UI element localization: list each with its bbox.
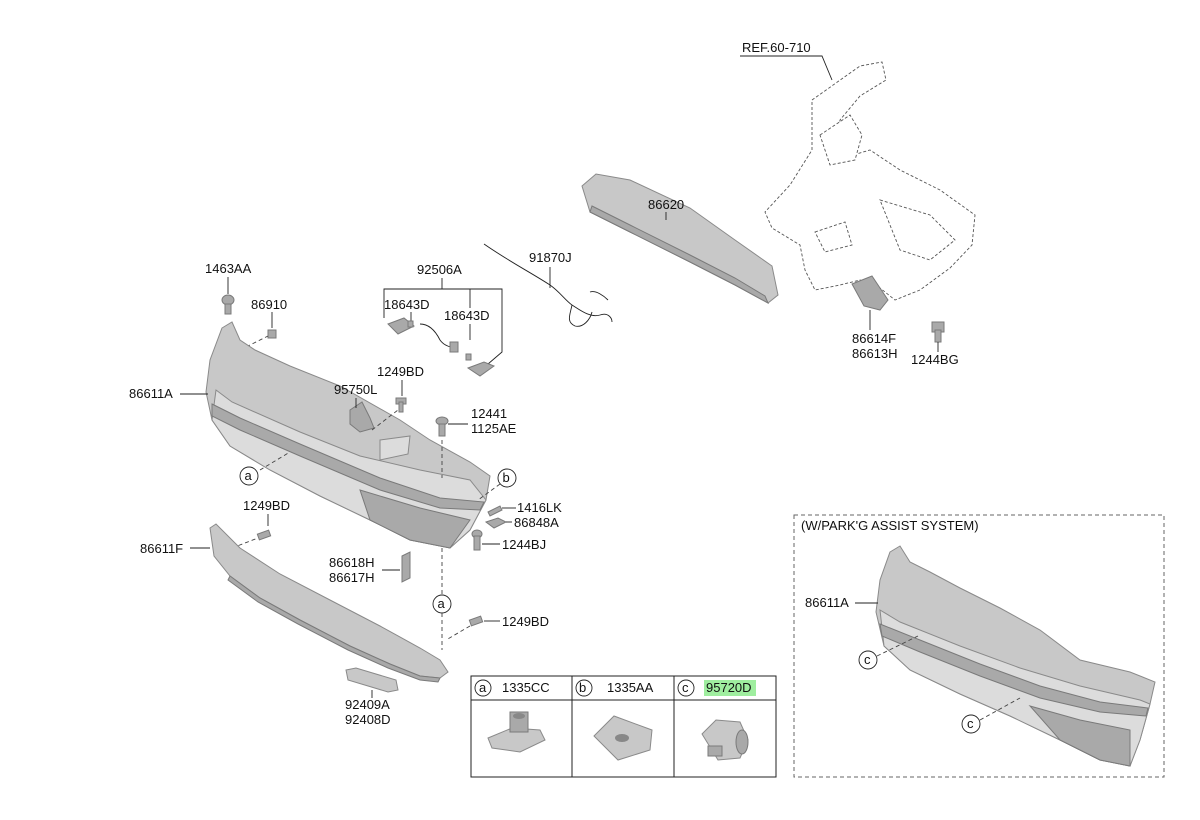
dash-callout-b xyxy=(477,483,501,501)
dash-inset-c-1 xyxy=(876,635,919,657)
legend-image-95720D xyxy=(701,719,749,761)
bolt-1249BD-top xyxy=(395,397,407,413)
label-1125AE: 1125AE xyxy=(471,421,517,436)
dash-callout-a-upper xyxy=(259,451,291,471)
energy-absorber-part xyxy=(581,173,779,305)
label-91870J: 91870J xyxy=(529,250,572,265)
legend-image-1335AA xyxy=(593,715,653,761)
lower-valance-part xyxy=(209,523,449,683)
clip-1463AA xyxy=(221,294,235,315)
inset-callout-c-2-text: c xyxy=(967,716,974,731)
leader-92506A-left xyxy=(383,278,443,318)
inset-bumper-cover xyxy=(875,545,1156,767)
ref-label: REF.60-710 xyxy=(742,40,811,55)
ref-body-panel xyxy=(764,61,976,301)
label-86613H: 86613H xyxy=(852,346,898,361)
legend-highlight-c xyxy=(704,680,756,696)
label-86848A: 86848A xyxy=(514,515,559,530)
part-1416LK xyxy=(487,505,503,517)
clip-86910 xyxy=(267,329,277,339)
label-1463AA: 1463AA xyxy=(205,261,252,276)
callout-b-text: b xyxy=(503,470,510,485)
inset-callout-c-2 xyxy=(961,714,981,734)
legend-image-1335CC xyxy=(487,711,546,753)
label-1249BD-top: 1249BD xyxy=(377,364,424,379)
callout-a-upper xyxy=(239,466,259,486)
legend-circle-a xyxy=(474,679,492,697)
label-86620: 86620 xyxy=(648,197,684,212)
label-86614F: 86614F xyxy=(852,331,896,346)
legend-part-b: 1335AA xyxy=(607,680,654,695)
license-lamp-left xyxy=(387,317,459,353)
label-1416LK: 1416LK xyxy=(517,500,562,515)
label-inset-86611A: 86611A xyxy=(805,595,849,610)
dash-inset-c-2 xyxy=(979,697,1021,721)
inset-title: (W/PARK'G ASSIST SYSTEM) xyxy=(801,518,979,533)
label-86611A: 86611A xyxy=(129,386,173,401)
label-92506A: 92506A xyxy=(417,262,462,277)
legend-part-a: 1335CC xyxy=(502,680,550,695)
legend-circle-c xyxy=(677,679,695,697)
label-18643D-left: 18643D xyxy=(384,297,430,312)
dash-86910 xyxy=(239,335,269,351)
label-86611F: 86611F xyxy=(140,541,183,556)
label-1249BD-low: 1249BD xyxy=(502,614,549,629)
bolt-1244BG xyxy=(931,321,945,343)
label-1244BJ: 1244BJ xyxy=(502,537,546,552)
dash-1249BD-top xyxy=(371,409,399,431)
inset-callout-c-1-text: c xyxy=(864,652,871,667)
ref-leader xyxy=(740,55,833,81)
legend-part-c: 95720D xyxy=(706,680,752,695)
label-18643D-right: 18643D xyxy=(444,308,490,323)
legend-letter-c: c xyxy=(682,680,689,695)
dash-1249BD-low xyxy=(445,625,471,641)
license-lamp-right xyxy=(465,353,496,377)
bolt-1244BJ xyxy=(471,529,483,551)
callout-b xyxy=(497,468,517,488)
label-1244BG: 1244BG xyxy=(911,352,959,367)
part-86848A xyxy=(484,517,508,529)
reflector-86618H xyxy=(401,551,411,583)
label-86910: 86910 xyxy=(251,297,287,312)
label-12441: 12441 xyxy=(471,406,507,421)
inset-callout-c-1 xyxy=(858,650,878,670)
rear-bracket-part xyxy=(851,275,889,311)
leader-92506A-right xyxy=(442,288,503,365)
label-92409A: 92409A xyxy=(345,697,390,712)
rear-bumper-cover xyxy=(205,321,491,549)
bolt-12441 xyxy=(435,416,449,437)
label-86617H: 86617H xyxy=(329,570,375,585)
bolt-1249BD-mid xyxy=(256,529,272,541)
callout-a-upper-text: a xyxy=(245,468,253,483)
trim-92409A xyxy=(345,667,399,693)
label-92408D: 92408D xyxy=(345,712,391,727)
legend-circle-b xyxy=(575,679,593,697)
legend-letter-a: a xyxy=(479,680,487,695)
label-86618H: 86618H xyxy=(329,555,375,570)
inset-frame xyxy=(793,514,1165,778)
legend-letter-b: b xyxy=(579,680,586,695)
bolt-1249BD-low xyxy=(468,615,484,627)
callout-a-lower-text: a xyxy=(438,596,446,611)
label-1249BD-mid: 1249BD xyxy=(243,498,290,513)
wiring-harness-part xyxy=(483,243,613,327)
dash-1249BD-mid xyxy=(231,537,259,549)
label-95750L: 95750L xyxy=(334,382,377,397)
